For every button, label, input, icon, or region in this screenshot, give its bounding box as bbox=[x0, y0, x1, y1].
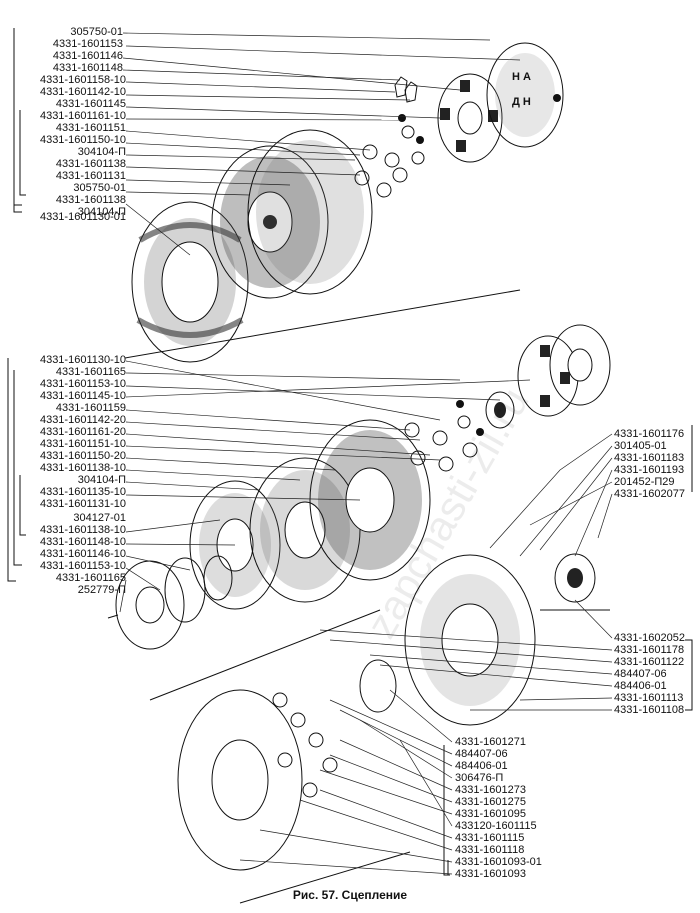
leader-lines bbox=[119, 32, 613, 875]
figure-caption: Рис. 57. Сцепление bbox=[292, 888, 408, 902]
pressure-disc-top bbox=[247, 129, 373, 295]
label-g1-8: 4331-1601151 bbox=[55, 122, 126, 134]
label-rt-2: 4331-1601183 bbox=[614, 452, 685, 464]
label-b-2: 484406-01 bbox=[455, 760, 508, 772]
label-g2-4: 4331-1601159 bbox=[55, 402, 126, 414]
label-g2-16: 4331-1601146-10 bbox=[39, 548, 126, 560]
label-b-6: 4331-1601095 bbox=[455, 808, 526, 820]
label-g1-5: 4331-1601142-10 bbox=[39, 86, 126, 98]
cover-plate-mid bbox=[549, 324, 611, 406]
release-bearing bbox=[554, 553, 596, 603]
label-g2-2: 4331-1601153-10 bbox=[39, 378, 126, 390]
driven-disc-mid bbox=[249, 457, 361, 603]
label-g2-10: 304104-П bbox=[77, 474, 126, 486]
label-rt-5: 4331-1602077 bbox=[614, 488, 685, 500]
label-g1-0: 305750-01 bbox=[70, 26, 123, 38]
label-g2-17: 4331-1601153-10 bbox=[39, 560, 126, 572]
label-g1-6: 4331-1601145 bbox=[55, 98, 126, 110]
flywheel-springs bbox=[272, 692, 338, 798]
label-g1-4: 4331-1601158-10 bbox=[39, 74, 126, 86]
label-g2-0: 4331-1601130-10 bbox=[39, 354, 126, 366]
label-g1-10: 304104-П bbox=[77, 146, 126, 158]
label-g1-2: 4331-1601146 bbox=[52, 50, 123, 62]
label-g2-6: 4331-1601161-20 bbox=[39, 426, 126, 438]
label-g2-1: 4331-1601165 bbox=[55, 366, 126, 378]
label-g2-15: 4331-1601148-10 bbox=[39, 536, 126, 548]
label-b-7: 433120-1601115 bbox=[455, 820, 537, 832]
label-b-9: 4331-1601118 bbox=[455, 844, 525, 856]
label-g1-11: 4331-1601138 bbox=[55, 158, 126, 170]
label-rm-4: 484406-01 bbox=[614, 680, 667, 692]
label-g1-7: 4331-1601161-10 bbox=[39, 110, 126, 122]
label-g1-1: 4331-1601153 bbox=[52, 38, 123, 50]
label-g2-11: 4331-1601135-10 bbox=[39, 486, 126, 498]
label-rt-1: 301405-01 bbox=[614, 440, 667, 452]
label-rt-0: 4331-1601176 bbox=[614, 428, 685, 440]
label-b-10: 4331-1601093-01 bbox=[455, 856, 542, 868]
pressure-plate-top bbox=[131, 201, 249, 363]
label-g2-13: 304127-01 bbox=[73, 512, 126, 524]
label-g2-14: 4331-1601138-10 bbox=[39, 524, 126, 536]
release-ring bbox=[359, 659, 397, 713]
label-rm-0: 4331-1602052 bbox=[614, 632, 685, 644]
group2-inner-bracket bbox=[13, 370, 22, 566]
label-rm-2: 4331-1601122 bbox=[614, 656, 685, 668]
hub-mid bbox=[485, 391, 515, 429]
flywheel-housing bbox=[177, 689, 303, 871]
svg-text:Н А: Н А bbox=[512, 71, 531, 83]
label-b-3: 306476-П bbox=[455, 772, 504, 784]
label-g1-3: 4331-1601148 bbox=[52, 62, 123, 74]
label-g2-18: 4331-1601165 bbox=[55, 572, 126, 584]
label-g1-12: 4331-1601131 bbox=[55, 170, 126, 182]
label-g1-15: 304104-П bbox=[77, 206, 126, 218]
label-g2-3: 4331-1601145-10 bbox=[39, 390, 126, 402]
springs-mid bbox=[404, 400, 484, 472]
springs-top bbox=[354, 114, 425, 198]
label-rt-3: 4331-1601193 bbox=[614, 464, 685, 476]
label-g2-19: 252779-П bbox=[77, 584, 126, 596]
label-g2-8: 4331-1601150-20 bbox=[39, 450, 126, 462]
label-g2-7: 4331-1601151-10 bbox=[39, 438, 126, 450]
label-b-0: 4331-1601271 bbox=[455, 736, 526, 748]
hub-plate-top bbox=[437, 73, 503, 163]
label-b-8: 4331-1601115 bbox=[455, 832, 525, 844]
label-g1-9: 4331-1601150-10 bbox=[39, 134, 126, 146]
group1-bracket bbox=[13, 28, 22, 213]
label-rm-1: 4331-1601178 bbox=[614, 644, 685, 656]
damper-disc-mid bbox=[309, 419, 431, 581]
driven-disc-top bbox=[211, 145, 329, 299]
label-rt-4: 201452-П29 bbox=[614, 476, 675, 488]
label-b-1: 484407-06 bbox=[455, 748, 508, 760]
right-mid-bracket bbox=[685, 639, 693, 711]
cover-plate-top: Н А Д Н bbox=[486, 42, 564, 148]
front-plate-left bbox=[107, 555, 233, 650]
small-bracket-top bbox=[394, 76, 418, 103]
group1-inner-bracket bbox=[19, 110, 26, 196]
label-rm-5: 4331-1601113 bbox=[614, 692, 684, 704]
label-g1-14: 4331-1601138 bbox=[55, 194, 126, 206]
label-b-4: 4331-1601273 bbox=[455, 784, 526, 796]
group2-bracket bbox=[7, 358, 16, 582]
label-rm-6: 4331-1601108 bbox=[614, 704, 685, 716]
label-b-5: 4331-1601275 bbox=[455, 796, 526, 808]
label-g1-16: 4331-1601130-01 bbox=[39, 211, 126, 223]
frame-line bbox=[124, 289, 521, 359]
label-b-11: 4331-1601093 bbox=[455, 868, 526, 880]
label-g2-12: 4331-1601131-10 bbox=[39, 498, 126, 510]
label-g1-13: 305750-01 bbox=[73, 182, 126, 194]
svg-text:Д Н: Д Н bbox=[512, 96, 531, 108]
label-rm-3: 484407-06 bbox=[614, 668, 667, 680]
label-g2-9: 4331-1601138-10 bbox=[39, 462, 126, 474]
label-g2-5: 4331-1601142-20 bbox=[39, 414, 126, 426]
